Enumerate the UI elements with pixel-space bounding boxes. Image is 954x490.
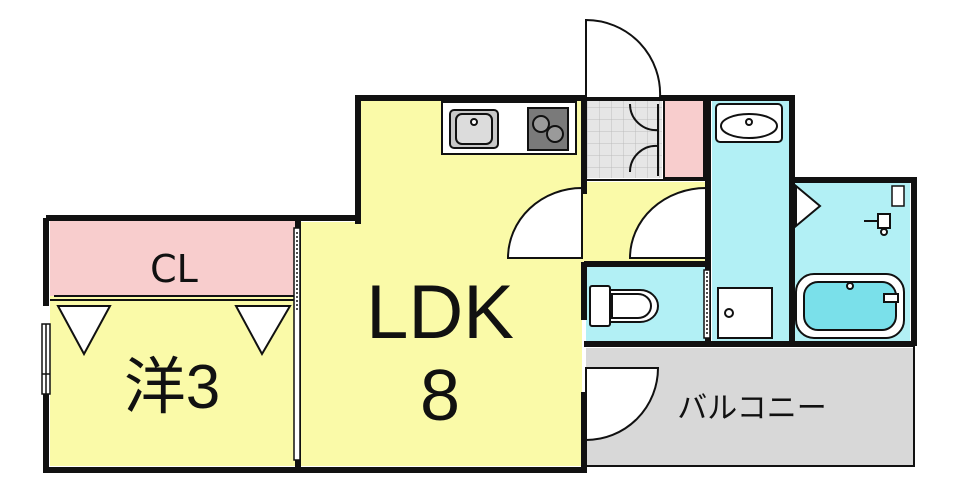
thin-walls [50, 179, 915, 467]
entrance-tile-fill [586, 100, 662, 178]
door-swings [506, 18, 822, 442]
western-room-label: 洋3 [124, 353, 220, 422]
washbasin-icon [715, 103, 783, 143]
entrance-door-swing-icon [585, 18, 662, 99]
entrance-detail [628, 103, 659, 176]
shoe-cabinet [663, 99, 705, 179]
ldk-door-swing-icon [506, 186, 583, 259]
ldk-fill [300, 100, 710, 466]
windows [41, 185, 905, 395]
balcony-label: バルコニー [677, 391, 826, 426]
bath-door-swing-icon [795, 183, 822, 229]
ldk-size-label: 8 [420, 356, 460, 436]
stove-icon [527, 107, 569, 151]
kitchen-counter [441, 101, 577, 155]
balcony-door-swing-icon [585, 367, 660, 442]
washer-pan-icon [717, 287, 773, 339]
closet-doors [56, 305, 292, 357]
sink-icon [449, 109, 499, 149]
bathtub-icon [795, 273, 905, 339]
toilet-icon [589, 285, 659, 327]
closet-door-left-icon [56, 305, 112, 357]
closet-fill [50, 220, 298, 296]
shower-faucet-icon [864, 213, 891, 236]
bath-window [891, 185, 905, 207]
closet-door-right-icon [234, 305, 292, 357]
ldk-label: LDK [366, 270, 514, 355]
hall-door-swing-icon [628, 186, 707, 259]
sliding-partitions [293, 227, 711, 461]
closet-label: CL [150, 247, 198, 291]
